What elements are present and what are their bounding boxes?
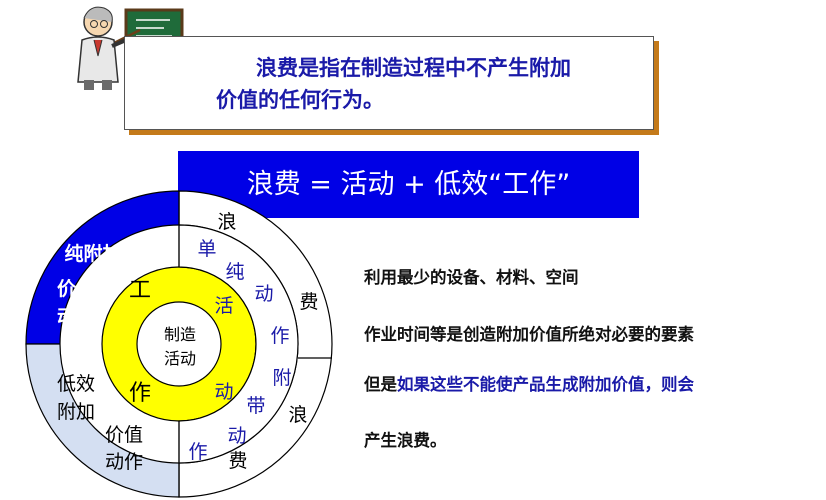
explanation-line-3-black: 但是 [364, 375, 397, 394]
low-eff-label-4: 动作 [105, 451, 143, 473]
pure-value-label-2: 价值 [57, 277, 95, 300]
center-label-2: 活动 [164, 349, 196, 368]
center-circle [136, 301, 222, 387]
definition-text: 浪费是指在制造过程中不产生附加价值的任何行为。 [216, 52, 636, 116]
center-label-1: 制造 [164, 325, 196, 344]
definition-box [124, 36, 654, 130]
explanation-line-1: 利用最少的设备、材料、空间 [364, 268, 579, 287]
incidental-action-4: 作 [188, 441, 207, 463]
work-char-bottom: 作 [129, 381, 151, 406]
action-band [178, 224, 299, 464]
definition-line-1: 浪费是指在制造过程中不产生附加 [256, 56, 571, 80]
waste-top-2: 费 [299, 291, 318, 313]
explanation-line-3-blue: 如果这些不能使产品生成附加价值，则会 [397, 375, 694, 394]
waste-diagram: 制造 活动 工 作 纯附加 价值 动作 低效 附加 价值 动作 浪 费 浪 费 … [25, 190, 333, 498]
explanation-line-2: 作业时间等是创造附加价值所绝对必要的要素 [364, 325, 694, 344]
teacher-illustration [77, 6, 184, 90]
waste-bottom-1: 浪 [288, 404, 307, 426]
incidental-action-1: 附 [272, 367, 291, 389]
low-eff-label-1: 低效 [57, 373, 95, 395]
pure-action-2: 纯 [225, 261, 244, 283]
waste-top-1: 浪 [217, 211, 236, 233]
pure-value-label-1: 纯附加 [64, 242, 121, 265]
pure-action-5: 作 [270, 325, 289, 347]
incidental-action-3: 动 [227, 425, 246, 447]
waste-bottom-2: 费 [228, 450, 247, 472]
pure-action-4: 动 [254, 283, 273, 305]
explanation-line-4: 产生浪费。 [364, 431, 447, 450]
work-char-top: 工 [129, 278, 151, 303]
incidental-action-2: 带 [246, 395, 265, 417]
equation-text: 浪费 = 活动 + 低效“工作” [246, 169, 571, 200]
pure-action-3: 活 [214, 295, 233, 317]
pure-action-1: 单 [197, 238, 216, 260]
equation-banner [178, 151, 639, 218]
low-eff-label-2: 附加 [57, 401, 95, 423]
low-eff-label-3: 价值 [105, 424, 143, 446]
pure-value-label-3: 动作 [57, 305, 95, 328]
incidental-action-5: 动 [214, 381, 233, 403]
explanation-line-3: 但是如果这些不能使产品生成附加价值，则会 [364, 371, 824, 395]
definition-line-2: 价值的任何行为。 [216, 88, 384, 112]
